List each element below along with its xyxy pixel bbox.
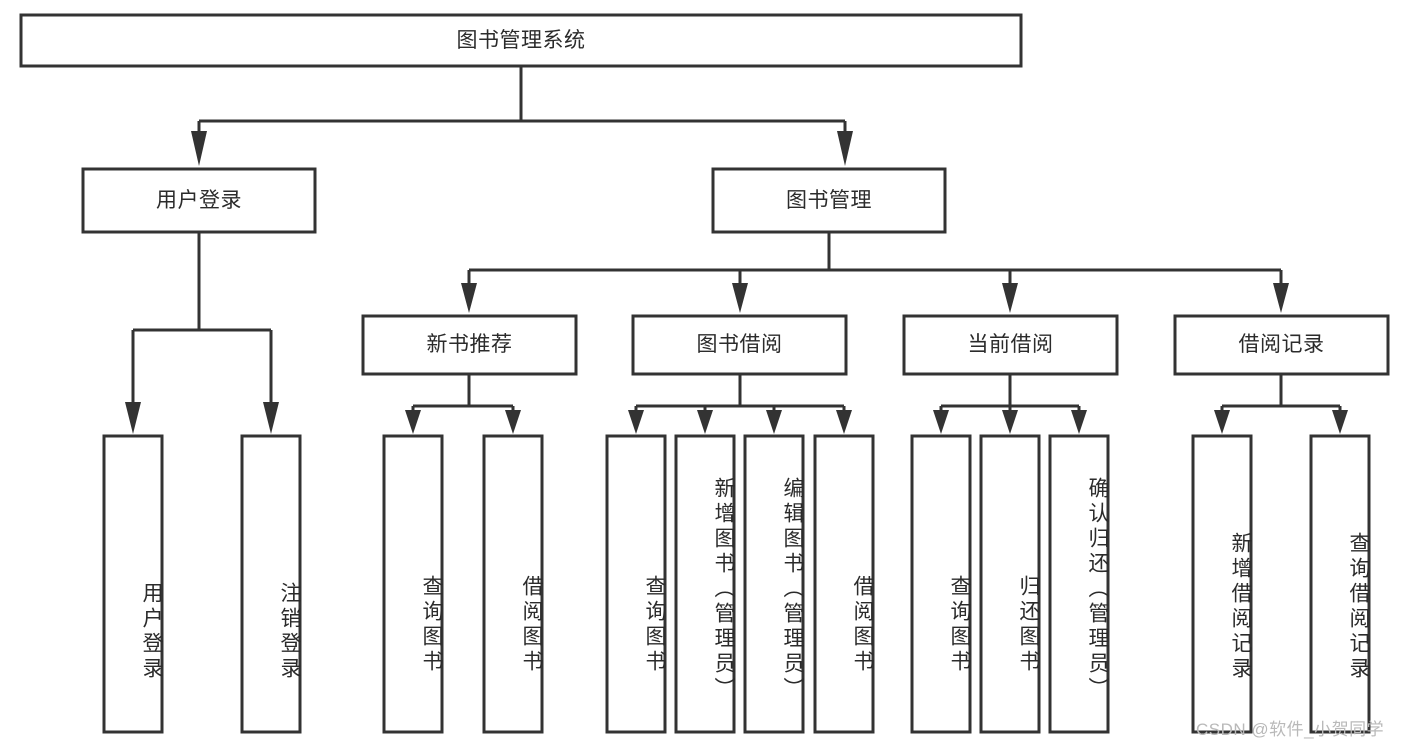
arrow-head-leaf-borrow-book-2 [836,410,852,434]
node-box-borrow-record[interactable] [1173,314,1390,376]
node-box-book-borrow[interactable] [631,314,848,376]
arrow-head-leaf-query-book-1 [405,410,421,434]
arrow-head-leaf-return-book [1002,410,1018,434]
arrow-head-leaf-user-login [125,402,141,434]
node-box-leaf-logout-login[interactable] [240,434,302,734]
node-box-leaf-user-login[interactable] [102,434,164,734]
arrow-head-leaf-borrow-book-1 [505,410,521,434]
node-box-leaf-query-book-1[interactable] [382,434,444,734]
node-box-leaf-add-record[interactable] [1191,434,1253,734]
arrow-head-new-book-recommend [461,283,477,313]
arrow-head-leaf-query-book-3 [933,410,949,434]
connector-group-book-borrow [628,375,852,434]
arrow-head-current-borrow [1002,283,1018,313]
connector-group-current-borrow [933,375,1087,434]
node-box-leaf-query-record[interactable] [1309,434,1371,734]
arrow-head-leaf-add-record [1214,410,1230,434]
connector-group-new-book-recommend [405,375,521,434]
arrow-head-borrow-record [1273,283,1289,313]
arrow-head-book-borrow [732,283,748,313]
connector-group-root [191,66,853,166]
arrow-head-leaf-confirm-return [1071,410,1087,434]
node-box-leaf-borrow-book-1[interactable] [482,434,544,734]
node-box-leaf-return-book[interactable] [979,434,1041,734]
arrow-head-leaf-edit-book [766,410,782,434]
node-box-user-login[interactable] [81,167,317,234]
arrow-head-leaf-query-record [1332,410,1348,434]
node-box-leaf-edit-book[interactable] [743,434,805,734]
arrow-head-user-login [191,131,207,166]
watermark-credit: CSDN @软件_小贺同学 [1196,720,1385,739]
node-box-leaf-query-book-2[interactable] [605,434,667,734]
node-box-current-borrow[interactable] [902,314,1119,376]
connector-group-book-management [461,233,1289,313]
arrow-head-leaf-query-book-2 [628,410,644,434]
node-box-leaf-confirm-return[interactable] [1048,434,1110,734]
node-box-root[interactable] [19,13,1023,68]
arrow-head-leaf-logout-login [263,402,279,434]
node-box-book-management[interactable] [711,167,947,234]
node-box-new-book-recommend[interactable] [361,314,578,376]
node-box-leaf-query-book-3[interactable] [910,434,972,734]
connector-group-borrow-record [1214,375,1348,434]
arrow-head-leaf-add-book [697,410,713,434]
arrow-head-book-management [837,131,853,166]
connector-group-user-login [125,233,279,434]
node-box-leaf-borrow-book-2[interactable] [813,434,875,734]
node-box-leaf-add-book[interactable] [674,434,736,734]
